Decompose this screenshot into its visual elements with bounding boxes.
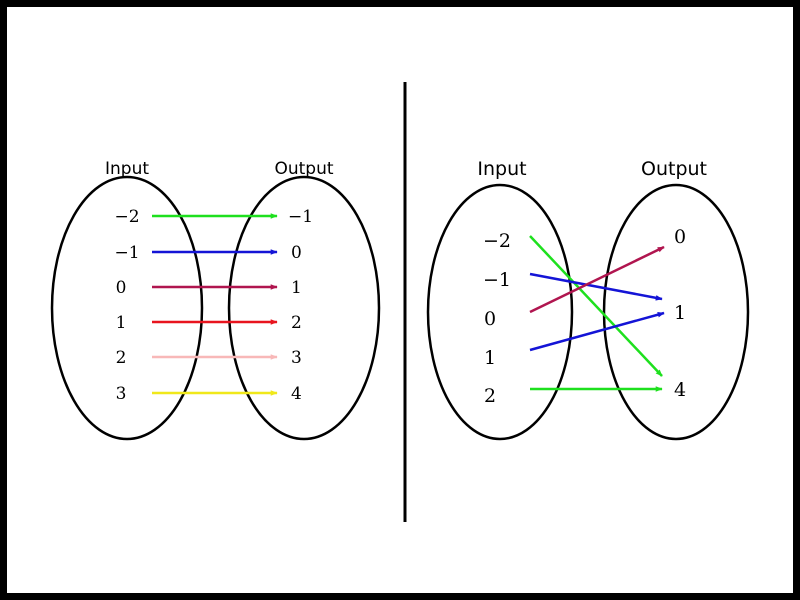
right-arrow-1 xyxy=(529,235,663,377)
left-output-values: −1 0 1 2 3 4 xyxy=(288,207,313,404)
left-output-value: −1 xyxy=(288,207,313,227)
right-input-value: 1 xyxy=(484,347,496,369)
left-output-value: 1 xyxy=(291,278,302,298)
right-input-title: Input xyxy=(477,158,526,180)
right-input-values: −2 −1 0 1 2 xyxy=(483,230,511,407)
right-output-values: 0 1 4 xyxy=(674,226,686,401)
mapping-diagrams: Input Output −2 −1 0 1 2 3 −1 0 1 2 3 4 xyxy=(50,82,750,522)
left-input-value: 3 xyxy=(116,384,127,404)
left-input-value: 2 xyxy=(116,348,127,368)
left-input-values: −2 −1 0 1 2 3 xyxy=(114,207,139,404)
left-input-value: −2 xyxy=(114,207,139,227)
left-output-value: 2 xyxy=(291,313,302,333)
right-output-title: Output xyxy=(641,158,707,180)
right-mapping-diagram: Input Output −2 −1 0 1 2 0 1 4 xyxy=(426,158,750,441)
left-arrows xyxy=(152,213,278,396)
left-input-value: −1 xyxy=(114,243,139,263)
right-output-oval xyxy=(602,183,750,441)
right-arrows xyxy=(529,235,665,392)
right-arrow-2 xyxy=(529,272,663,301)
right-input-value: 0 xyxy=(484,308,496,330)
left-output-value: 4 xyxy=(291,384,302,404)
left-input-title: Input xyxy=(105,159,149,179)
right-input-value: −1 xyxy=(483,269,511,291)
left-mapping-diagram: Input Output −2 −1 0 1 2 3 −1 0 1 2 3 4 xyxy=(50,159,381,441)
left-output-title: Output xyxy=(274,159,333,179)
right-arrow-3 xyxy=(529,245,665,314)
left-input-oval xyxy=(50,175,204,441)
right-arrow-4 xyxy=(529,311,665,352)
left-output-value: 0 xyxy=(291,243,302,263)
left-input-value: 0 xyxy=(116,278,127,298)
right-output-value: 0 xyxy=(674,226,686,248)
right-input-value: 2 xyxy=(484,385,496,407)
right-input-oval xyxy=(426,183,574,441)
left-output-oval xyxy=(227,175,381,441)
right-output-value: 1 xyxy=(674,302,686,324)
left-output-value: 3 xyxy=(291,348,302,368)
right-output-value: 4 xyxy=(674,379,686,401)
left-input-value: 1 xyxy=(116,313,127,333)
right-input-value: −2 xyxy=(483,230,511,252)
